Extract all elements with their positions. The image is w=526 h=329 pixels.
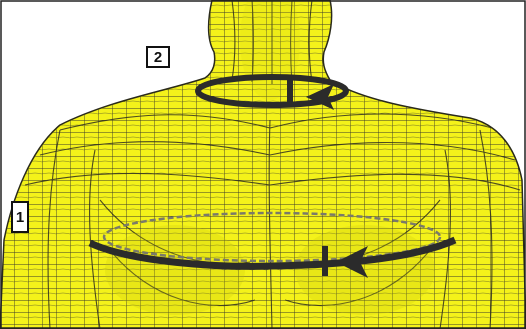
callout-box-2: 2 <box>146 46 170 68</box>
callout-label-2: 2 <box>154 50 162 65</box>
callout-label-1: 1 <box>16 210 24 225</box>
callout-box-1: 1 <box>11 201 29 233</box>
